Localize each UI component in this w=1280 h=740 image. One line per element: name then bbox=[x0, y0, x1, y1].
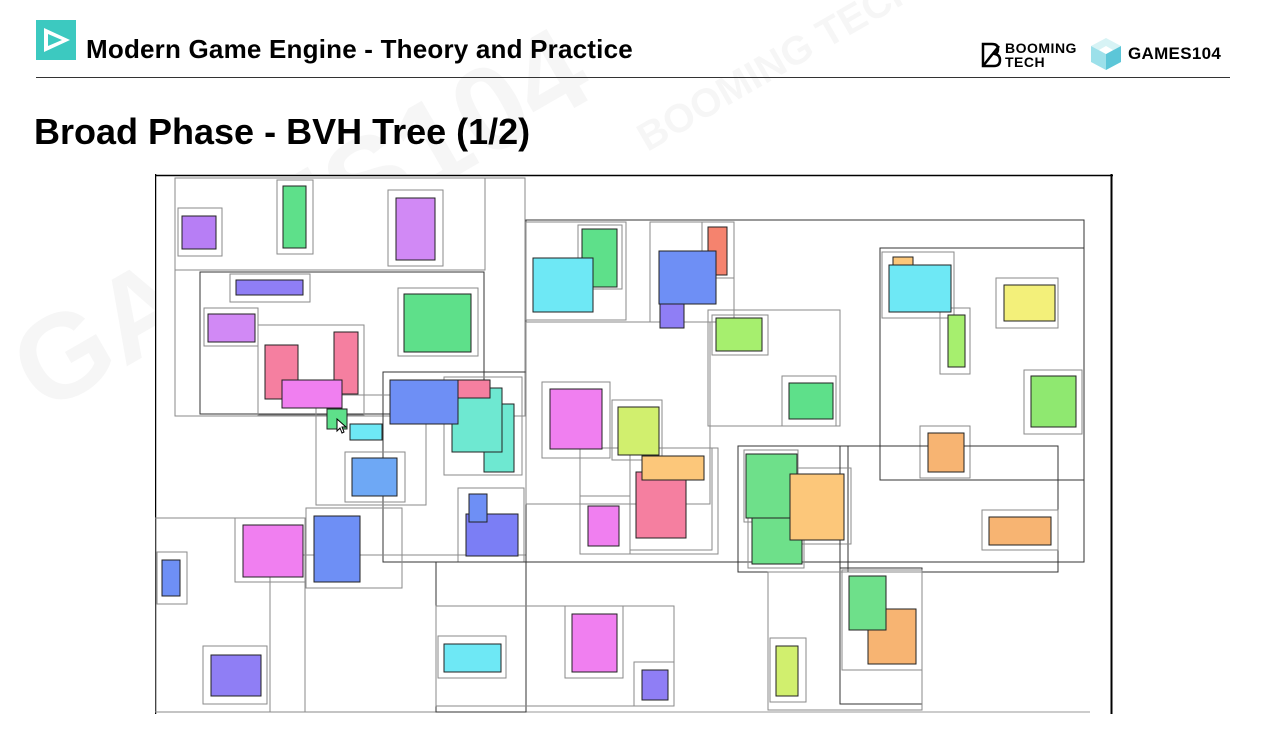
bv-node bbox=[305, 507, 403, 589]
bv-node bbox=[577, 224, 623, 290]
bv-node bbox=[155, 517, 306, 713]
bv-node bbox=[156, 551, 188, 605]
bv-node bbox=[276, 179, 314, 255]
scene-objects bbox=[161, 185, 1077, 701]
bv-node bbox=[767, 571, 923, 711]
object-box bbox=[281, 379, 343, 409]
bv-node bbox=[397, 287, 479, 357]
bv-node bbox=[315, 394, 427, 506]
bv-node bbox=[881, 251, 955, 319]
bv-node bbox=[939, 307, 971, 375]
object-box bbox=[775, 645, 799, 697]
bv-node bbox=[443, 376, 523, 476]
object-box bbox=[715, 317, 763, 352]
course-title: Modern Game Engine - Theory and Practice bbox=[86, 34, 633, 64]
object-box bbox=[181, 215, 217, 250]
booming-tech-line1: BOOMING bbox=[1005, 40, 1077, 56]
object-box bbox=[659, 303, 685, 329]
bv-node bbox=[435, 605, 675, 707]
object-box bbox=[1003, 284, 1056, 322]
object-box bbox=[788, 382, 834, 420]
bv-node bbox=[769, 637, 807, 703]
slide-title: Broad Phase - BVH Tree (1/2) bbox=[34, 111, 531, 152]
object-box bbox=[351, 457, 398, 497]
object-box bbox=[888, 264, 952, 313]
bv-node bbox=[435, 561, 527, 713]
object-box bbox=[789, 473, 845, 541]
bv-node bbox=[344, 451, 406, 503]
object-box bbox=[389, 379, 459, 425]
bvh-diagram-svg bbox=[155, 174, 1113, 714]
booming-tech-line2: TECH bbox=[1005, 54, 1046, 70]
bv-node bbox=[525, 321, 711, 505]
object-box bbox=[349, 423, 383, 441]
object-box bbox=[235, 279, 304, 296]
bv-node bbox=[177, 207, 223, 257]
object-box bbox=[451, 387, 503, 453]
object-box bbox=[207, 313, 256, 343]
object-box bbox=[641, 669, 669, 701]
object-box bbox=[745, 453, 798, 519]
bv-node bbox=[919, 425, 971, 479]
bv-node bbox=[611, 399, 663, 461]
booming-tech-logo: BOOMING TECH bbox=[980, 38, 1077, 72]
bv-node bbox=[269, 554, 527, 713]
object-box bbox=[658, 250, 717, 305]
object-box bbox=[532, 257, 594, 313]
object-box bbox=[395, 197, 436, 261]
object-box bbox=[947, 314, 966, 368]
mouse-cursor-icon bbox=[336, 417, 348, 434]
object-box bbox=[927, 432, 965, 473]
slide-header: Modern Game Engine - Theory and Practice… bbox=[0, 0, 1280, 78]
object-box bbox=[848, 575, 887, 631]
object-box bbox=[988, 516, 1052, 546]
games104-logo: GAMES104 bbox=[1090, 36, 1221, 72]
object-box bbox=[282, 185, 307, 249]
games104-cube-icon bbox=[1091, 38, 1121, 70]
bv-node bbox=[564, 605, 624, 679]
object-box bbox=[641, 455, 705, 481]
bv-node bbox=[701, 221, 735, 279]
bv-node bbox=[541, 381, 611, 459]
object-box bbox=[161, 559, 181, 597]
object-box bbox=[242, 524, 304, 578]
object-box bbox=[468, 493, 488, 523]
bv-node bbox=[229, 273, 311, 303]
games104-play-logo-icon bbox=[36, 20, 76, 60]
object-box bbox=[1030, 375, 1077, 428]
bv-node bbox=[995, 277, 1059, 329]
header-divider bbox=[36, 77, 1230, 78]
object-box bbox=[617, 406, 660, 456]
object-box bbox=[403, 293, 472, 353]
bv-node bbox=[437, 635, 507, 679]
object-box bbox=[587, 505, 620, 547]
object-box bbox=[549, 388, 603, 450]
object-box bbox=[635, 471, 687, 539]
bv-node bbox=[257, 324, 365, 416]
bv-node bbox=[633, 661, 675, 707]
booming-tech-mark-icon bbox=[981, 42, 1002, 68]
bv-node bbox=[525, 221, 627, 321]
bv-node bbox=[879, 247, 1085, 481]
bv-node bbox=[174, 177, 486, 271]
bv-node bbox=[711, 314, 769, 356]
object-box bbox=[571, 613, 618, 673]
bv-node bbox=[202, 645, 268, 705]
bv-node bbox=[981, 509, 1059, 551]
games104-text: GAMES104 bbox=[1128, 44, 1222, 63]
object-box bbox=[313, 515, 361, 583]
bvh-tree-diagram bbox=[155, 174, 1113, 714]
bv-node bbox=[781, 375, 837, 427]
object-box bbox=[443, 643, 502, 673]
bv-node bbox=[387, 189, 444, 267]
bv-node bbox=[1023, 369, 1083, 435]
bounding-volumes bbox=[155, 177, 1085, 713]
bv-node bbox=[707, 309, 841, 427]
object-box bbox=[210, 654, 262, 697]
